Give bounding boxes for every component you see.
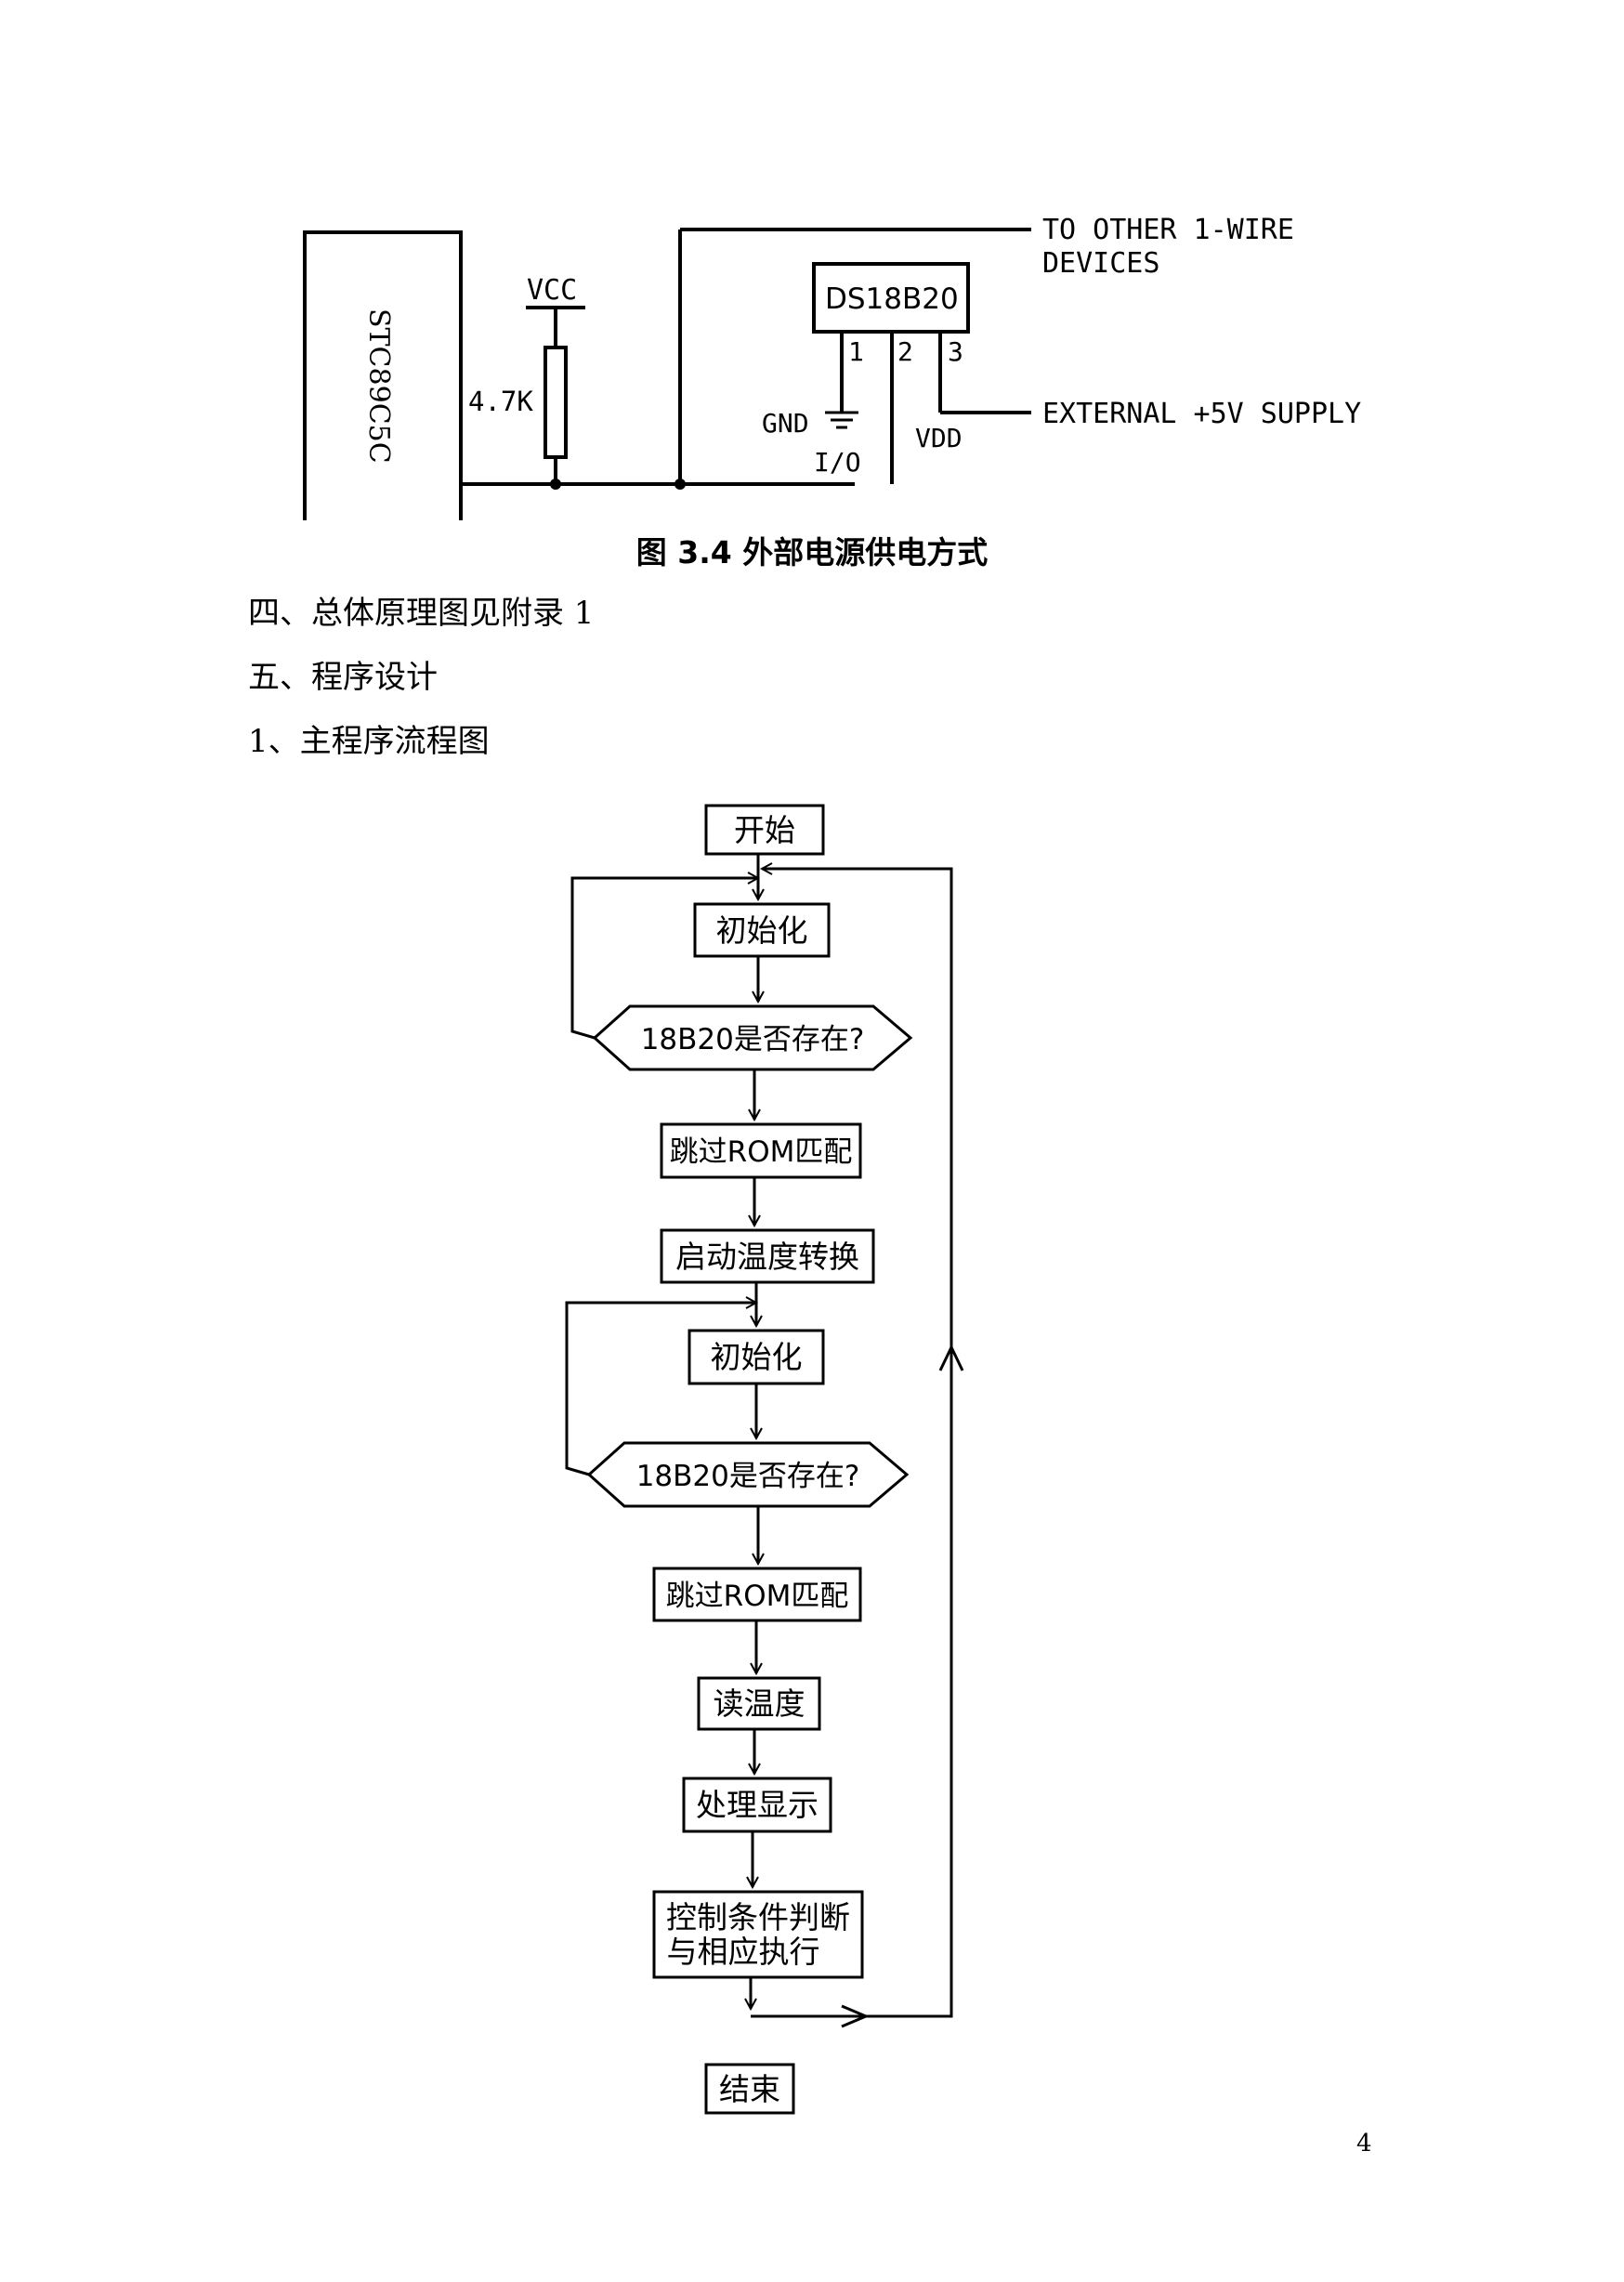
start-node bbox=[704, 804, 825, 856]
read-temp-node bbox=[697, 1676, 821, 1731]
init-label-1: 初始化 bbox=[716, 912, 808, 949]
supply-label: EXTERNAL +5V SUPPLY bbox=[1042, 398, 1361, 430]
display-node bbox=[682, 1777, 832, 1833]
mcu-label: STC89C5C bbox=[362, 308, 395, 464]
display-label: 处理显示 bbox=[696, 1787, 819, 1823]
pin-label-1: 1 bbox=[848, 336, 864, 367]
init-label-2: 初始化 bbox=[711, 1339, 803, 1375]
io-label: I/O bbox=[814, 447, 861, 478]
check-label-2: 18B20是否存在? bbox=[636, 1460, 860, 1493]
control-node bbox=[652, 1890, 864, 1979]
control-label-line2: 与相应执行 bbox=[667, 1934, 820, 1970]
check-node-1 bbox=[592, 1004, 913, 1071]
convert-label: 启动温度转换 bbox=[675, 1239, 859, 1275]
return-arrow-right bbox=[841, 2004, 870, 2028]
main-return-loop bbox=[751, 869, 953, 2018]
mcu-block bbox=[303, 230, 463, 520]
section-heading-program: 五、程序设计 bbox=[248, 659, 438, 696]
skip-rom-node-1 bbox=[660, 1122, 862, 1179]
gnd-label: GND bbox=[762, 408, 809, 439]
other-devices-label-2: DEVICES bbox=[1042, 247, 1159, 280]
retry-loop-2 bbox=[565, 1303, 756, 1476]
retry-loop-1 bbox=[570, 878, 758, 1040]
skip-rom-label-2: 跳过ROM匹配 bbox=[666, 1580, 849, 1613]
return-arrow-up bbox=[938, 1344, 964, 1371]
pin-label-3: 3 bbox=[948, 336, 963, 367]
circuit-diagram: STC89C5C VCC 4.7K DS18B20 1 2 3 GND I/O … bbox=[303, 214, 1361, 520]
control-label-line1: 控制条件判断 bbox=[666, 1899, 850, 1935]
skip-rom-label-1: 跳过ROM匹配 bbox=[670, 1135, 853, 1169]
start-label: 开始 bbox=[734, 812, 795, 848]
check-node-2 bbox=[586, 1441, 910, 1508]
figure-caption: 图 3.4 外部电源供电方式 bbox=[635, 534, 989, 570]
resistor-label: 4.7K bbox=[468, 386, 533, 417]
subsection-heading-flowchart: 1、主程序流程图 bbox=[248, 723, 490, 760]
read-temp-label: 读温度 bbox=[714, 1685, 805, 1722]
section-heading-schematic: 四、总体原理图见附录 1 bbox=[248, 595, 595, 632]
check-label-1: 18B20是否存在? bbox=[641, 1023, 865, 1056]
vdd-label: VDD bbox=[915, 423, 963, 453]
sensor-label: DS18B20 bbox=[825, 282, 959, 316]
page-number: 4 bbox=[1356, 2130, 1372, 2157]
end-label: 结束 bbox=[719, 2071, 780, 2107]
other-devices-label: TO OTHER 1-WIRE bbox=[1042, 214, 1294, 246]
convert-node bbox=[660, 1228, 875, 1284]
ground-symbol bbox=[825, 411, 858, 429]
init-node-1 bbox=[693, 902, 831, 958]
pin-label-2: 2 bbox=[897, 336, 913, 367]
junction-dot bbox=[674, 479, 686, 490]
vcc-label: VCC bbox=[527, 274, 577, 307]
end-node bbox=[704, 2063, 795, 2115]
junction-dot bbox=[550, 479, 561, 490]
